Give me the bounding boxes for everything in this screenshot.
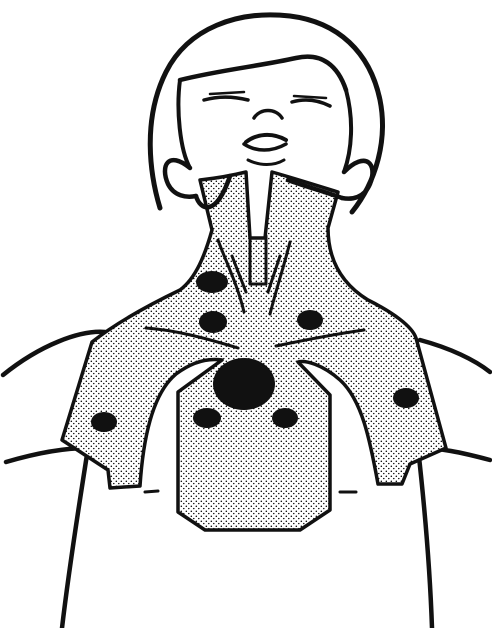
right-shoulder-line bbox=[420, 340, 490, 372]
mouth-lower bbox=[244, 144, 286, 150]
nose bbox=[254, 111, 282, 119]
right-supraclavicular-node bbox=[297, 310, 323, 330]
left-cervical-node bbox=[196, 271, 228, 293]
chin bbox=[248, 160, 284, 165]
radiation-field bbox=[62, 172, 446, 530]
left-axillary-node bbox=[91, 412, 117, 432]
left-lash bbox=[210, 92, 244, 94]
mediastinal-mass bbox=[213, 358, 275, 410]
hairline bbox=[180, 57, 346, 90]
left-hilar-node bbox=[193, 408, 221, 428]
left-chest-mark bbox=[145, 491, 158, 492]
left-arm-line bbox=[6, 448, 88, 628]
left-ear bbox=[165, 160, 196, 197]
right-eye-closed bbox=[292, 100, 330, 106]
head bbox=[150, 15, 382, 212]
mouth-upper bbox=[246, 135, 286, 142]
mantle-field bbox=[62, 172, 446, 530]
right-arm-line bbox=[418, 448, 490, 628]
left-supraclavicular-node bbox=[199, 311, 227, 333]
right-lash bbox=[294, 96, 326, 98]
left-eye-closed bbox=[204, 97, 248, 100]
right-hilar-node bbox=[272, 408, 298, 428]
hair-outline bbox=[150, 15, 382, 212]
right-axillary-node bbox=[393, 388, 419, 408]
forehead-right-edge bbox=[344, 90, 351, 172]
forehead-left-edge bbox=[178, 80, 190, 168]
